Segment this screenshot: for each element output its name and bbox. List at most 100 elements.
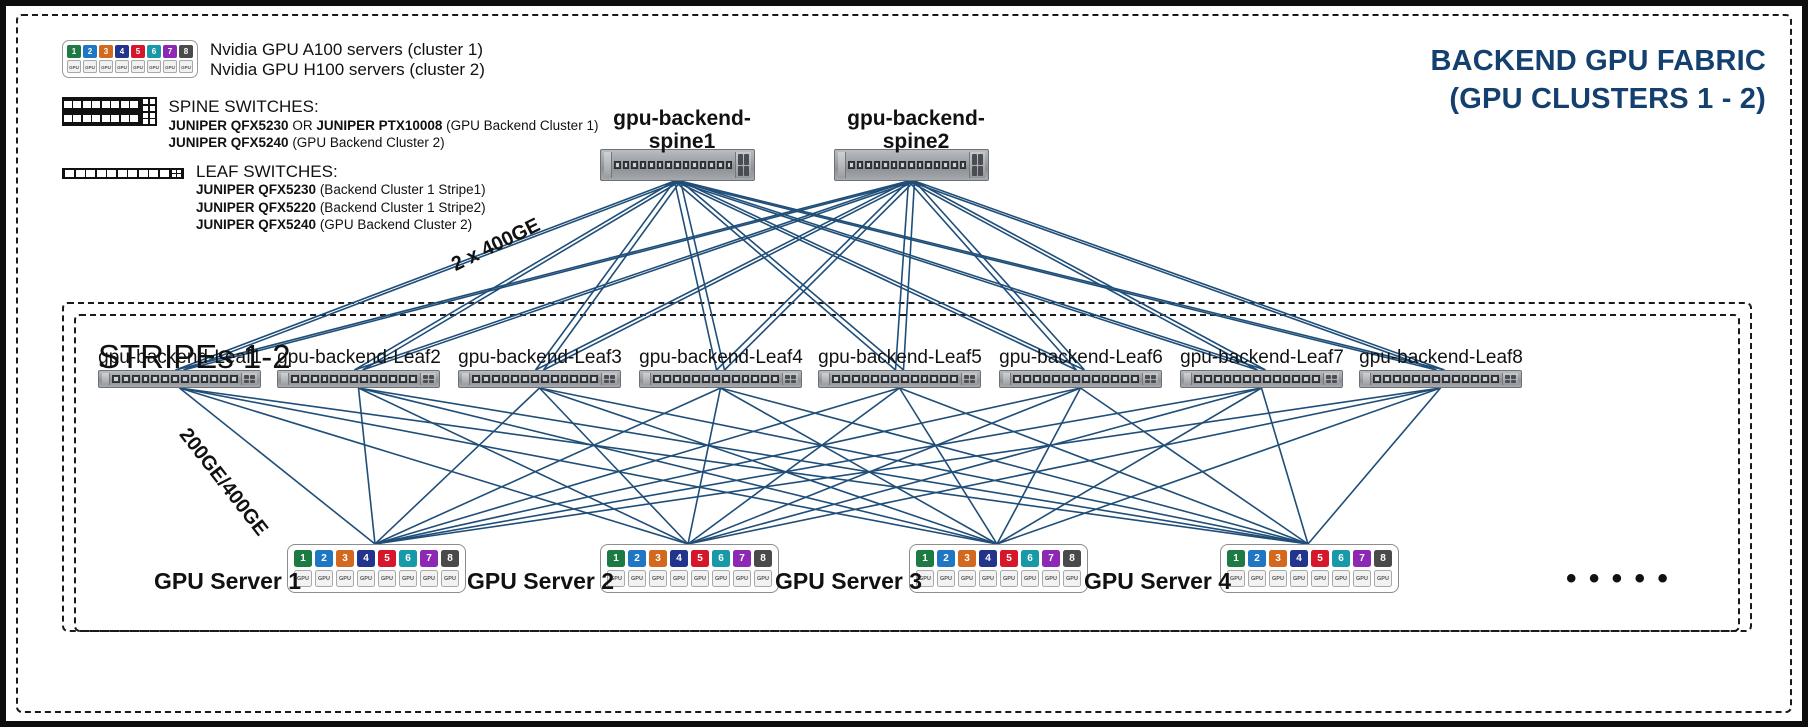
gpu-port: GPU [441,570,459,587]
gpu-port: GPU [916,570,934,587]
gpu-port: GPU [115,60,129,73]
gpu-port: GPU [420,570,438,587]
gpu-port: GPU [1332,570,1350,587]
leaf-switch[interactable] [999,370,1162,388]
spine-switch[interactable] [834,149,989,181]
gpu-chip: 8 [179,45,193,58]
switch-chassis [277,370,440,388]
gpu-chip: 8 [1374,550,1392,567]
leaf-switch-label: gpu-backend-Leaf8 [1359,347,1523,368]
legend-leaf-model-1-note: (Backend Cluster 1 Stripe1) [316,182,486,198]
gpu-chip: 3 [336,550,354,567]
switch-chassis [834,149,989,181]
backend-fabric-boundary [16,14,1792,713]
gpu-port: GPU [1269,570,1287,587]
gpu-chip: 6 [712,550,730,567]
gpu-port: GPU [1311,570,1329,587]
gpu-port: GPU [163,60,177,73]
leaf-switch[interactable] [1180,370,1343,388]
switch-chassis [98,370,261,388]
gpu-port: GPU [147,60,161,73]
gpu-chip: 3 [99,45,113,58]
gpu-chip: 3 [958,550,976,567]
gpu-chip: 5 [131,45,145,58]
legend-spine-heading: SPINE SWITCHES: [168,97,319,117]
gpu-port: GPU [733,570,751,587]
legend-leaf-model-3: JUNIPER QFX5240 (GPU Backend Cluster 2) [196,216,486,234]
gpu-port: GPU [979,570,997,587]
gpu-port: GPU [1374,570,1392,587]
gpu-port: GPU [712,570,730,587]
gpu-port: GPU [67,60,81,73]
switch-chassis [458,370,621,388]
legend-spine-model-2-note: (GPU Backend Cluster 2) [288,135,445,151]
legend-spine-row: SPINE SWITCHES: JUNIPER QFX5230 OR JUNIP… [62,97,598,152]
gpu-chip: 3 [1269,550,1287,567]
gpu-chip: 5 [1311,550,1329,567]
legend-leaf-model-3-a: JUNIPER QFX5240 [196,217,317,233]
gpu-chip: 6 [1021,550,1039,567]
spine-switch-label: gpu-backend- spine1 [613,107,751,153]
leaf-switch-label: gpu-backend-Leaf2 [277,347,441,368]
gpu-chip: 2 [937,550,955,567]
gpu-port: GPU [1063,570,1081,587]
leaf-switch[interactable] [458,370,621,388]
gpu-chip: 1 [916,550,934,567]
legend-spine-model-1-note: (GPU Backend Cluster 1) [442,117,599,133]
gpu-chip: 7 [163,45,177,58]
gpu-server-label: GPU Server 3 [775,568,923,594]
gpu-port: GPU [670,570,688,587]
legend-leaf-row: LEAF SWITCHES: JUNIPER QFX5230 (Backend … [62,162,598,234]
switch-chassis [600,149,755,181]
leaf-switch[interactable] [98,370,261,388]
gpu-chip: 5 [1000,550,1018,567]
legend-spine-model-2: JUNIPER QFX5240 (GPU Backend Cluster 2) [169,134,599,152]
legend-spine-model-1-b: JUNIPER PTX10008 [316,117,443,133]
switch-chassis [1359,370,1522,388]
legend-server-line-2: Nvidia GPU H100 servers (cluster 2) [210,59,485,79]
gpu-chip: 1 [607,550,625,567]
legend-leaf-model-3-note: (GPU Backend Cluster 2) [316,217,473,233]
leaf-switch-label: gpu-backend-Leaf1 [98,347,262,368]
gpu-port: GPU [336,570,354,587]
gpu-server-label: GPU Server 4 [1084,568,1232,594]
title-line-1: BACKEND GPU FABRIC [1430,45,1766,77]
gpu-chip: 4 [670,550,688,567]
gpu-chip: 4 [115,45,129,58]
gpu-port: GPU [754,570,772,587]
gpu-chip: 1 [294,550,312,567]
legend-spine-model-2-a: JUNIPER QFX5240 [168,135,289,151]
gpu-chip: 2 [1248,550,1266,567]
gpu-port: GPU [294,570,312,587]
gpu-port: GPU [937,570,955,587]
more-servers-indicator: • • • • • [1566,562,1670,595]
gpu-port: GPU [99,60,113,73]
gpu-server-label: GPU Server 1 [154,568,302,594]
gpu-chip: 8 [1063,550,1081,567]
gpu-port: GPU [1353,570,1371,587]
gpu-server-label: GPU Server 2 [467,568,615,594]
leaf-switch-label: gpu-backend-Leaf7 [1180,347,1344,368]
leaf-switch[interactable] [639,370,802,388]
gpu-port: GPU [1021,570,1039,587]
legend-spine-model-1: JUNIPER QFX5230 OR JUNIPER PTX10008 (GPU… [169,117,599,135]
gpu-port: GPU [83,60,97,73]
gpu-port: GPU [628,570,646,587]
gpu-chip: 1 [67,45,81,58]
leaf-switch[interactable] [277,370,440,388]
spine-switch[interactable] [600,149,755,181]
leaf-switch[interactable] [1359,370,1522,388]
gpu-port: GPU [1000,570,1018,587]
gpu-port: GPU [1227,570,1245,587]
gpu-port: GPU [1042,570,1060,587]
leaf-switch-icon [62,167,184,179]
gpu-port: GPU [378,570,396,587]
leaf-switch[interactable] [818,370,981,388]
legend-leaf-model-1: JUNIPER QFX5230 (Backend Cluster 1 Strip… [196,181,486,199]
